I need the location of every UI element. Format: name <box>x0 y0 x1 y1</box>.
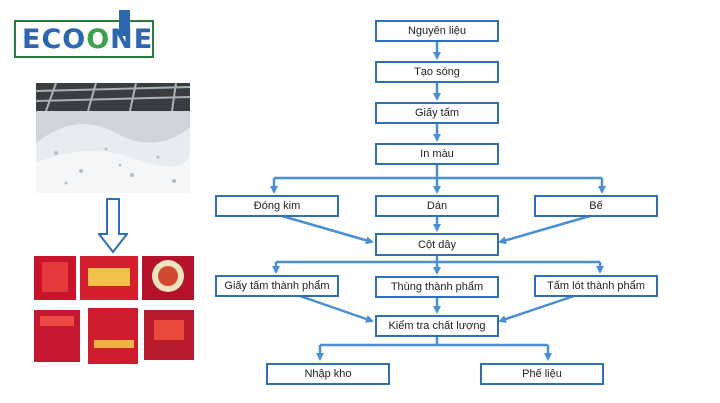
node-tying: Cột dây <box>375 233 499 256</box>
down-arrow-icon <box>98 198 128 254</box>
node-finished-carton: Thùng thành phẩm <box>375 276 499 298</box>
node-quality-check: Kiểm tra chất lượng <box>375 315 499 337</box>
node-finished-sheet: Giấy tấm thành phẩm <box>215 275 339 297</box>
node-sheet: Giấy tấm <box>375 102 499 124</box>
node-stamping: Đóng kim <box>215 195 339 217</box>
ecoone-logo: ECOONE <box>14 10 154 58</box>
node-warehouse: Nhập kho <box>266 363 390 385</box>
node-printing: In màu <box>375 143 499 165</box>
node-die-cutting: Bế <box>534 195 658 217</box>
node-corrugating: Tạo sóng <box>375 61 499 83</box>
raw-paper-photo <box>36 83 190 193</box>
logo-flag-icon <box>119 10 130 36</box>
node-gluing: Dán <box>375 195 499 217</box>
product-boxes-image <box>32 254 196 366</box>
node-raw-material: Nguyên liệu <box>375 20 499 42</box>
node-scrap: Phế liệu <box>480 363 604 385</box>
logo-text: ECOONE <box>22 23 154 55</box>
node-finished-pad: Tấm lót thành phẩm <box>534 275 658 297</box>
